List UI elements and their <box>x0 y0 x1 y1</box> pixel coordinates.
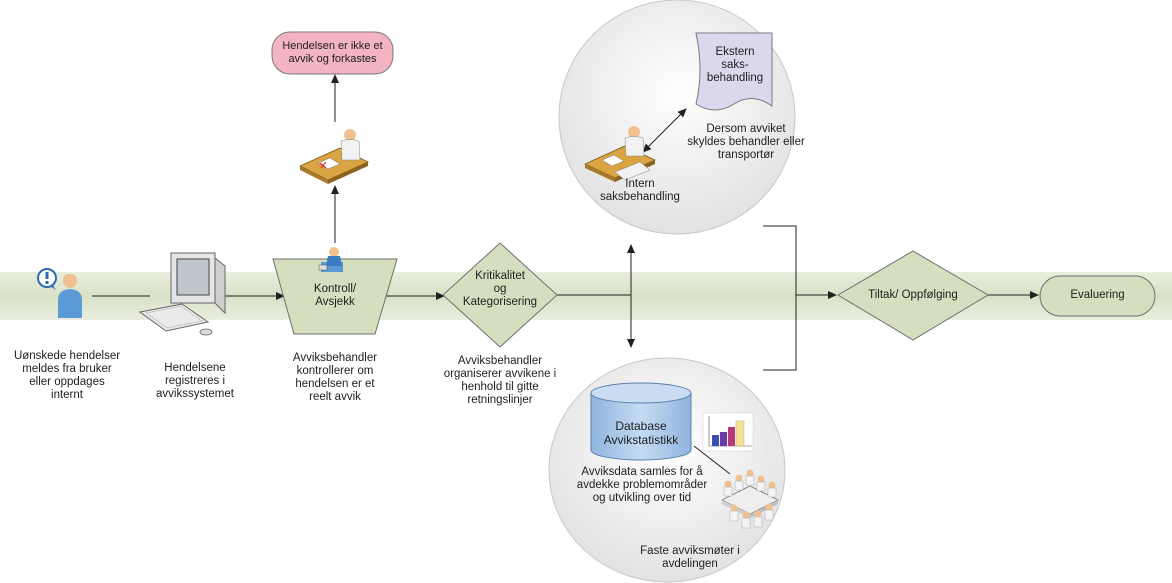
database-title: Database Avvikstatistikk <box>591 419 691 447</box>
database-title-line-1: Database <box>615 419 667 433</box>
computer-icon <box>138 252 226 336</box>
measures-shape <box>837 250 989 341</box>
meetings-label: Faste avviksmøter i avdelingen <box>625 545 755 571</box>
internal-label-line-2: saksbehandling <box>600 191 680 203</box>
rejected-text-line-1: Hendelsen er ikke et <box>282 40 383 52</box>
reporter-label-line-4: internt <box>51 389 83 401</box>
internal-label-line-1: Intern <box>625 178 655 190</box>
categorize-title: Kritikalitet og Kategorisering <box>448 270 552 309</box>
control-title: Kontroll/ Avsjekk <box>285 283 385 309</box>
evaluation-shape <box>1039 275 1156 317</box>
categorize-label-line-2: organiserer avvikene i <box>443 368 557 380</box>
operator-icon <box>318 247 343 272</box>
control-label-line-4: reelt avvik <box>309 391 361 403</box>
external-title-line-3: behandling <box>706 72 764 84</box>
categorize-label-line-1: Avviksbehandler <box>457 355 543 367</box>
categorize-label-line-4: retningslinjer <box>467 394 533 406</box>
evaluation-title: Evaluering <box>1070 289 1125 301</box>
person-exclamation-icon <box>37 268 82 318</box>
external-title-line-1: Ekstern <box>715 46 755 58</box>
database-label-line-1: Avviksdata samles for å <box>581 466 703 478</box>
external-label-line-1: Dersom avviket <box>706 123 786 135</box>
database-label: Avviksdata samles for å avdekke problemo… <box>572 466 712 505</box>
reporter-label: Uønskede hendelser meldes fra bruker ell… <box>2 350 132 402</box>
desk-worker-reject-icon <box>299 129 369 184</box>
database-label-line-3: og utvikling over tid <box>592 492 692 504</box>
categorize-label-line-3: henhold til gitte <box>461 381 539 393</box>
external-title: Ekstern saks- behandling <box>700 46 770 85</box>
categorize-title-line-1: Kritikalitet <box>475 270 525 282</box>
computer-label-line-1: Hendelsene <box>164 362 226 374</box>
control-label-line-2: kontrollerer om <box>296 365 374 377</box>
computer-label-line-2: registreres i <box>164 375 226 387</box>
control-label-line-3: hendelsen er et <box>295 378 375 390</box>
database-icon <box>590 382 692 461</box>
external-title-line-2: saks- <box>721 59 749 71</box>
reporter-label-line-2: meldes fra bruker <box>22 363 112 375</box>
connectors <box>92 74 1039 475</box>
control-label: Avviksbehandler kontrollerer om hendelse… <box>265 352 405 404</box>
categorize-title-line-2: og <box>493 283 507 295</box>
categorize-shape <box>442 242 558 348</box>
database-title-line-2: Avvikstatistikk <box>603 433 679 447</box>
control-shape <box>272 258 398 335</box>
control-title-line-1: Kontroll/ <box>313 283 357 295</box>
desk-worker-internal-icon <box>584 126 656 182</box>
rejected-text: Hendelsen er ikke et avvik og forkastes <box>272 40 393 66</box>
rejected-shape <box>271 31 394 75</box>
computer-label: Hendelsene registreres i avvikssystemet <box>145 362 245 401</box>
internal-label: Intern saksbehandling <box>580 178 700 204</box>
measures-title: Tiltak/ Oppfølging <box>868 289 958 301</box>
external-label-line-3: transportør <box>717 149 775 161</box>
external-label: Dersom avviket skyldes behandler eller t… <box>680 123 812 162</box>
categorize-label: Avviksbehandler organiserer avvikene i h… <box>430 355 570 407</box>
database-label-line-2: avdekke problemområder <box>576 479 708 491</box>
categorize-title-line-3: Kategorisering <box>462 296 538 308</box>
bar-chart-icon <box>702 412 754 452</box>
reporter-label-line-3: eller oppdages <box>29 376 105 388</box>
reporter-label-line-1: Uønskede hendelser <box>13 350 121 362</box>
control-label-line-1: Avviksbehandler <box>292 352 378 364</box>
meeting-icon <box>721 469 779 529</box>
external-shape <box>695 32 773 111</box>
meetings-label-line-1: Faste avviksmøter i <box>640 545 740 557</box>
control-title-line-2: Avsjekk <box>315 296 355 308</box>
external-label-line-2: skyldes behandler eller <box>687 136 805 148</box>
rejected-text-line-2: avvik og forkastes <box>288 53 377 65</box>
computer-label-line-3: avvikssystemet <box>156 388 234 400</box>
meetings-label-line-2: avdelingen <box>662 558 718 570</box>
